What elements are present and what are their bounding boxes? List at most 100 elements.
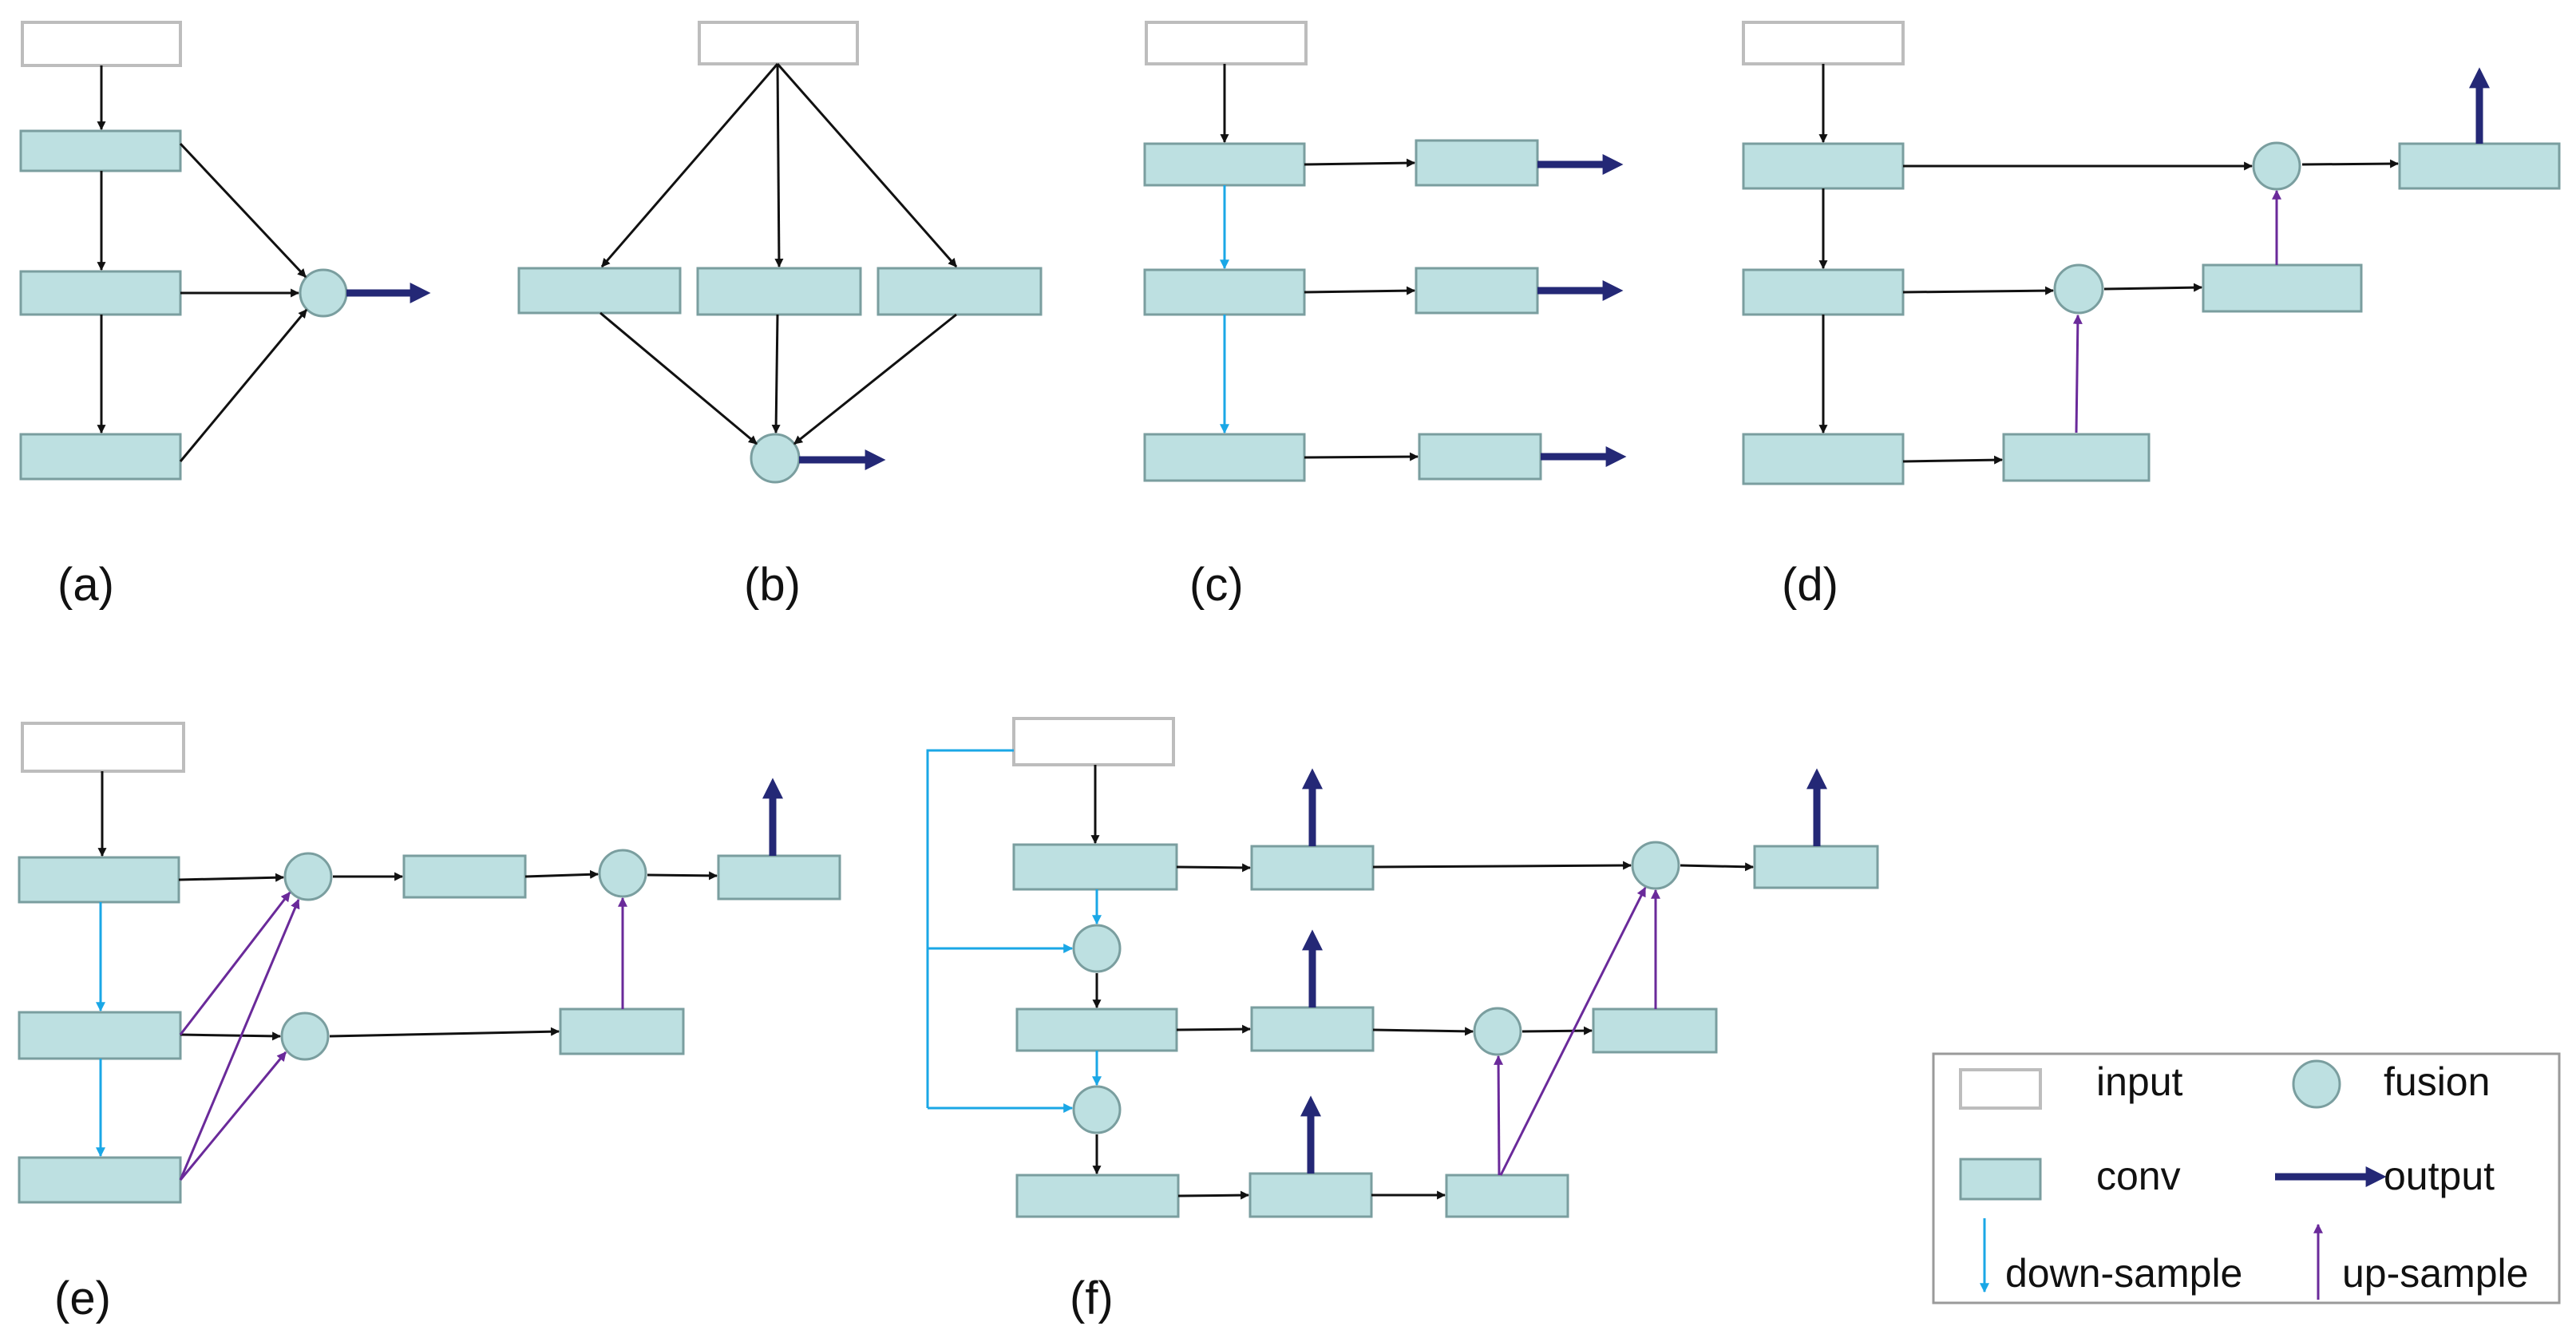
conv-block: [18, 1156, 182, 1204]
panel-label-a: (a): [57, 559, 114, 611]
legend-output-label: output: [2384, 1154, 2495, 1198]
fusion-node: [283, 852, 333, 901]
fusion-node: [1072, 1085, 1122, 1134]
arrow: [1372, 1027, 1474, 1036]
input-block: [1145, 21, 1308, 65]
legend-conv-label: conv: [2096, 1154, 2181, 1198]
conv-block: [1250, 845, 1375, 891]
conv-block: [19, 270, 182, 316]
arrow: [1177, 1190, 1250, 1200]
fusion-node: [2252, 141, 2301, 191]
conv-block: [1753, 845, 1879, 889]
fusion-node: [1072, 924, 1122, 973]
up-sample-arrow: [2072, 314, 2083, 433]
arrow: [179, 142, 307, 279]
legend-up-sample-label: up-sample: [2342, 1251, 2528, 1296]
panel-a: (a): [19, 21, 431, 611]
arrow: [1304, 158, 1416, 168]
conv-block: [1742, 433, 1905, 485]
legend-fusion-swatch: [2292, 1059, 2341, 1109]
input-block: [698, 21, 859, 65]
conv-block: [1445, 1174, 1569, 1218]
conv-block: [1742, 142, 1905, 190]
arrow: [1902, 286, 2055, 295]
conv-block: [1415, 139, 1539, 187]
arrow: [793, 313, 957, 445]
up-sample-arrow: [1494, 1055, 1504, 1176]
arrow: [1372, 861, 1632, 870]
conv-block: [1015, 1174, 1180, 1218]
panel-label-c: (c): [1189, 559, 1244, 611]
up-sample-arrow: [1499, 886, 1647, 1176]
conv-block: [18, 1011, 182, 1060]
conv-block: [1143, 142, 1306, 187]
panel-b: (b): [517, 21, 1043, 611]
arrow: [2103, 283, 2203, 292]
input-block: [21, 21, 182, 67]
conv-block: [517, 267, 682, 315]
conv-block: [18, 856, 180, 904]
panel-label-e: (e): [54, 1273, 111, 1324]
conv-block: [1250, 1006, 1375, 1052]
conv-block: [19, 433, 182, 481]
conv-block: [876, 267, 1043, 316]
conv-block: [1415, 267, 1539, 315]
arrow: [1902, 455, 2004, 465]
conv-block: [1012, 843, 1178, 891]
fusion-node: [1631, 841, 1680, 890]
input-block: [21, 722, 185, 773]
up-sample-arrow: [179, 898, 300, 1181]
legend-input-label: input: [2096, 1059, 2183, 1104]
legend-fusion-label: fusion: [2384, 1059, 2490, 1104]
arrow: [647, 871, 718, 881]
legend-conv-swatch: [1959, 1158, 2042, 1201]
arrow: [180, 1031, 282, 1041]
conv-block: [717, 854, 841, 901]
panel-label-b: (b): [744, 559, 801, 611]
arrow: [329, 1027, 560, 1038]
conv-block: [402, 854, 527, 899]
conv-block: [696, 267, 862, 316]
legend-down-sample-label: down-sample: [2005, 1251, 2242, 1296]
panel-label-f: (f): [1070, 1273, 1114, 1324]
arrow: [1176, 863, 1252, 873]
legend-input-swatch: [1959, 1068, 2042, 1110]
arrow: [599, 311, 758, 445]
conv-block: [2002, 433, 2151, 482]
conv-block: [1742, 268, 1905, 316]
legend: input fusion conv output down-sample up-…: [1932, 1052, 2561, 1304]
arrow: [1176, 1024, 1252, 1034]
arrow: [771, 314, 781, 434]
conv-block: [1592, 1007, 1718, 1054]
fusion-node: [750, 433, 801, 484]
fusion-node: [280, 1011, 330, 1061]
up-sample-arrow: [179, 892, 291, 1035]
conv-block: [1015, 1007, 1178, 1052]
conv-block: [19, 129, 182, 172]
conv-block: [1143, 268, 1306, 316]
conv-block: [1143, 433, 1306, 482]
arrow: [178, 873, 285, 882]
input-block: [1012, 717, 1175, 766]
conv-block: [559, 1007, 685, 1055]
fusion-node: [299, 268, 348, 318]
arrow: [1304, 286, 1416, 295]
up-sample-arrow: [179, 1051, 287, 1181]
fusion-node: [1473, 1007, 1522, 1056]
panel-f: (f): [926, 717, 1879, 1324]
down-sample-skip-line: [926, 749, 1014, 1108]
arrow: [179, 309, 308, 462]
conv-block: [1248, 1172, 1373, 1218]
fusion-node: [598, 849, 647, 898]
arrow: [600, 63, 779, 267]
fusion-node: [2053, 263, 2104, 315]
conv-block: [2202, 263, 2363, 313]
conv-block: [2398, 142, 2561, 190]
panel-c: (c): [1143, 21, 1627, 611]
conv-block: [1418, 433, 1542, 481]
panel-e: (e): [18, 722, 841, 1324]
panel-d: (d): [1742, 21, 2561, 611]
arrow: [774, 63, 784, 268]
arrow: [776, 63, 958, 267]
